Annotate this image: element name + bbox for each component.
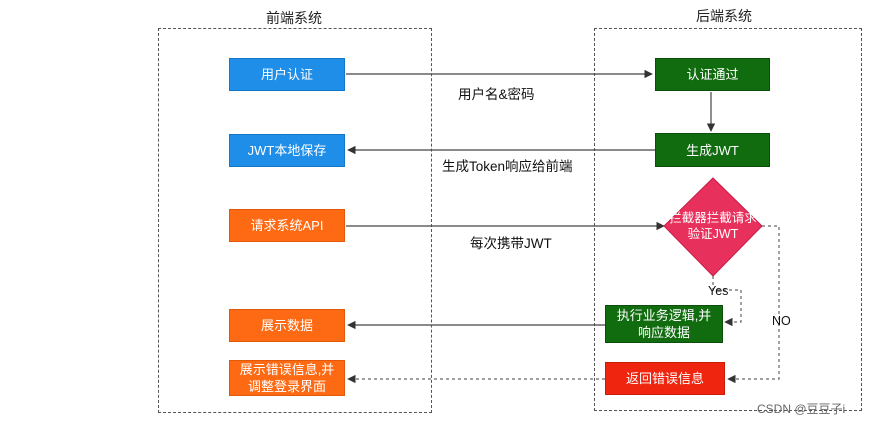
show-data-label: 展示数据 [260,318,313,333]
credentials-label: 用户名&密码 [458,87,535,102]
gen-jwt-label: 生成JWT [686,142,739,158]
yes-label: Yes [708,284,729,298]
show-error-node: 展示错误信息,并 调整登录界面 [229,360,345,396]
no-label: NO [772,314,791,328]
token-response-label: 生成Token响应给前端 [442,159,573,174]
carry-jwt-label: 每次携带JWT [470,236,552,251]
show-error-label-line1: 展示错误信息,并 [239,362,335,377]
request-api-node: 请求系统API [229,209,345,242]
frontend-system-group [158,28,432,413]
interceptor-label: 拦截器拦截请求 验证JWT [666,210,760,242]
jwt-local-save-label: JWT本地保存 [247,143,327,158]
interceptor-label-line1: 拦截器拦截请求 [669,211,757,225]
request-api-label: 请求系统API [250,218,324,233]
user-auth-node: 用户认证 [229,58,345,91]
return-error-node: 返回错误信息 [605,362,725,395]
backend-system-group [594,28,862,411]
exec-logic-label-line2: 响应数据 [637,325,690,340]
exec-logic-node: 执行业务逻辑,并 响应数据 [605,305,723,343]
backend-system-title: 后端系统 [696,8,752,24]
return-error-label: 返回错误信息 [625,371,704,386]
jwt-local-save-node: JWT本地保存 [229,134,345,167]
show-error-label-line2: 调整登录界面 [247,379,326,394]
user-auth-label: 用户认证 [260,67,313,82]
frontend-system-title: 前端系统 [266,10,322,26]
auth-pass-node: 认证通过 [655,58,770,91]
interceptor-label-line2: 验证JWT [687,227,739,241]
arrow-no [727,225,780,384]
exec-logic-label-line1: 执行业务逻辑,并 [616,308,712,323]
interceptor-diamond [663,177,763,277]
auth-pass-label: 认证通过 [686,67,739,82]
gen-jwt-node: 生成JWT [655,133,770,167]
show-data-node: 展示数据 [229,309,345,342]
arrow-yes [712,276,742,327]
watermark: CSDN @豆豆子i [757,402,846,416]
